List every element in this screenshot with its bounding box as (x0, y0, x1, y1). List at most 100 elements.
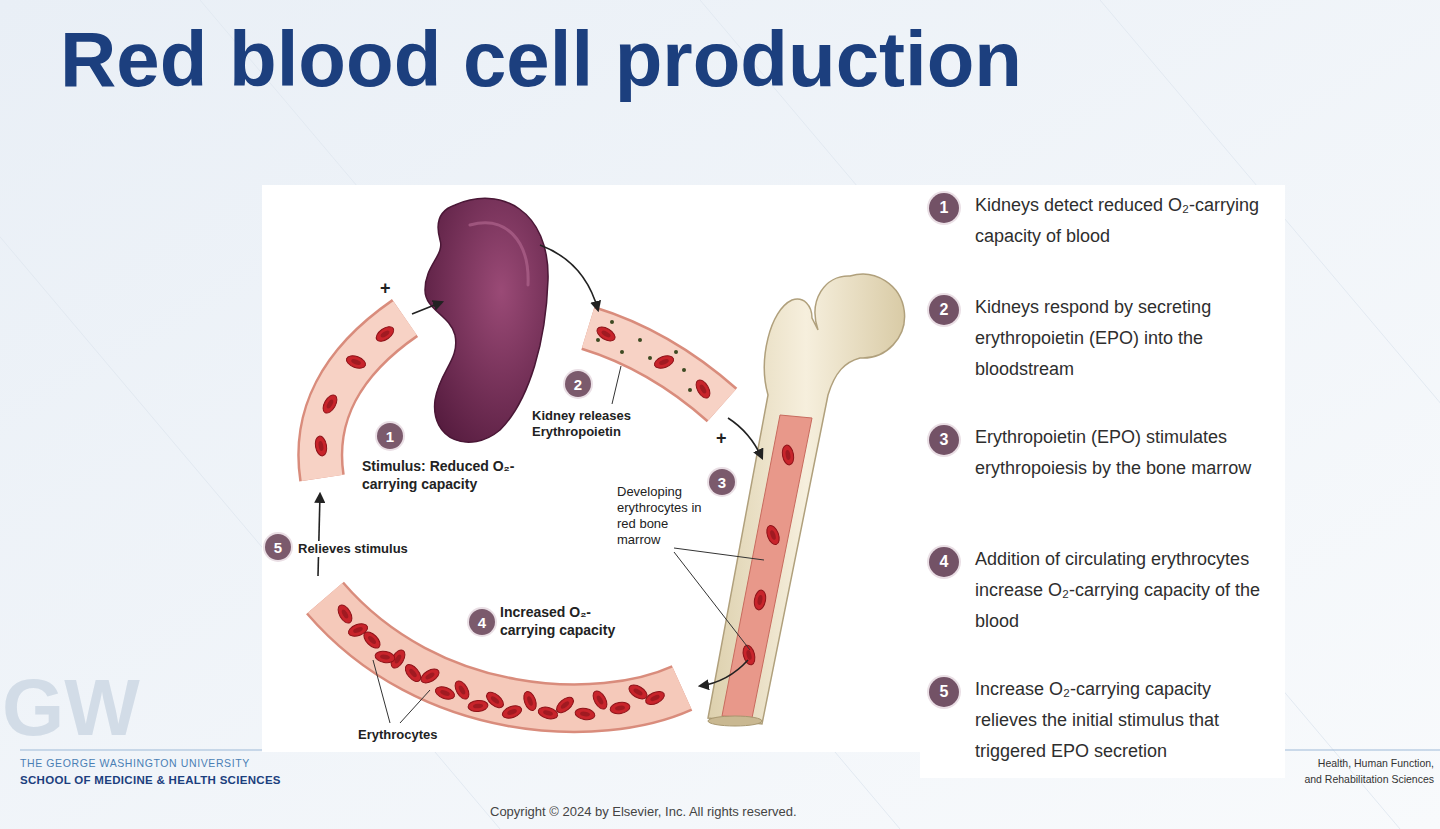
plus-sign: + (380, 278, 391, 300)
illustration-label: Increased O₂-carrying capacity (500, 604, 635, 639)
slide-title: Red blood cell production (60, 20, 1022, 98)
illustration-label: Stimulus: Reduced O₂-carrying capacity (362, 458, 520, 493)
red-blood-cell (764, 524, 781, 547)
step-text: Erythropoietin (EPO) stimulates erythrop… (975, 422, 1275, 484)
bone-cut-end (708, 716, 762, 726)
illustration-label: Increased O₂-carrying capacity (500, 604, 635, 639)
red-blood-cell (452, 679, 472, 702)
number-text: 4 (478, 615, 486, 630)
erythropoietin-particle (648, 356, 652, 360)
erythropoietin-particles (596, 320, 692, 392)
red-blood-cell (595, 324, 618, 344)
femur-bone (708, 274, 905, 724)
cycle-arrow (728, 418, 762, 458)
kidney-highlight (470, 223, 528, 285)
footer-text: Health, Human Function, (1318, 757, 1434, 770)
blood-vessel (325, 598, 682, 708)
red-blood-cell (521, 690, 538, 713)
red-blood-cell (537, 705, 559, 721)
red-blood-cell (609, 701, 631, 715)
red-blood-cell (644, 689, 667, 707)
blood-vessel (320, 318, 405, 478)
erythropoietin-particle (674, 350, 678, 354)
erythropoietin-particle (620, 350, 624, 354)
footer-text: SCHOOL OF MEDICINE & HEALTH SCIENCES (20, 774, 281, 788)
red-blood-cell (402, 662, 423, 684)
leader-line (400, 690, 430, 723)
number-text: 1 (386, 429, 394, 444)
step-number: 1 (929, 193, 959, 223)
blood-vessel-lumen (320, 318, 405, 478)
number-text: 4 (940, 554, 949, 570)
footer-text: and Rehabilitation Sciences (1304, 773, 1434, 786)
callout-number: 4 (469, 609, 495, 635)
number-text: 2 (940, 302, 949, 318)
watermark: GW (2, 668, 140, 748)
red-blood-cell (741, 644, 757, 666)
callout-number: 2 (565, 371, 591, 397)
copyright-text: Copyright © 2024 by Elsevier, Inc. All r… (490, 804, 797, 820)
step-number: 5 (929, 677, 959, 707)
footer-text: SCHOOL OF MEDICINE & HEALTH SCIENCES (20, 774, 281, 788)
footer-rule (20, 749, 262, 750)
red-blood-cell (693, 378, 713, 401)
illustration-label: Developing erythrocytes in red bone marr… (617, 484, 709, 548)
step-number: 2 (929, 295, 959, 325)
step-text: Increase O₂-carrying capacity relieves t… (975, 674, 1275, 767)
leader-line (674, 552, 750, 650)
red-blood-cell (345, 353, 368, 370)
erythropoietin-particle (596, 338, 600, 342)
watermark: GW (2, 668, 140, 748)
callout-number: 5 (265, 534, 291, 560)
red-blood-cell (374, 324, 397, 344)
illustration-label: Stimulus: Reduced O₂-carrying capacity (362, 458, 520, 493)
leader-line (373, 660, 390, 723)
plus-sign: + (716, 428, 727, 450)
illustration-label: Kidney releases Erythropoietin (532, 408, 650, 441)
step-text: Addition of circulating erythrocytes inc… (975, 544, 1275, 637)
red-blood-cell (627, 682, 650, 702)
number-text: 3 (940, 432, 949, 448)
red-blood-cell (653, 353, 676, 370)
red-blood-cell (590, 689, 610, 712)
erythropoietin-particle (688, 388, 692, 392)
callout-number: 3 (709, 469, 735, 495)
illustration-label: Developing erythrocytes in red bone marr… (617, 484, 709, 548)
illustration-label: Erythrocytes (358, 727, 437, 743)
footer-text: THE GEORGE WASHINGTON UNIVERSITY (20, 757, 250, 770)
illustration-label: Kidney releases Erythropoietin (532, 408, 650, 441)
red-blood-cell (347, 621, 370, 638)
red-blood-cell (501, 703, 524, 720)
plus-sign: + (716, 428, 727, 450)
footer-text: Health, Human Function, (1318, 757, 1434, 770)
number-text: 1 (940, 200, 949, 216)
illustration-label: Relieves stimulus (296, 539, 410, 557)
red-blood-cell (314, 435, 328, 457)
cycle-arrow (540, 245, 598, 310)
erythropoietin-particle (610, 320, 614, 324)
cycle-arrow (412, 302, 442, 314)
step-number: 3 (929, 425, 959, 455)
erythropoietin-particle (638, 338, 642, 342)
step-text: Kidneys respond by secreting erythropoie… (975, 292, 1275, 385)
red-blood-cell (320, 393, 340, 416)
number-text: 5 (940, 684, 949, 700)
number-text: 3 (718, 475, 726, 490)
slide-title: Red blood cell production (60, 20, 1022, 98)
red-blood-cell (781, 444, 795, 466)
red-blood-cell (468, 700, 489, 713)
step-text: Increase O₂-carrying capacity relieves t… (975, 674, 1275, 767)
leader-line (674, 548, 764, 560)
illustration-label: Erythrocytes (358, 727, 437, 743)
red-blood-cell (335, 603, 355, 626)
erythropoietin-particle (682, 368, 686, 372)
leader-line (612, 366, 621, 404)
kidney (425, 198, 548, 442)
illustration-label: Relieves stimulus (296, 541, 410, 557)
red-blood-cell (419, 666, 442, 686)
